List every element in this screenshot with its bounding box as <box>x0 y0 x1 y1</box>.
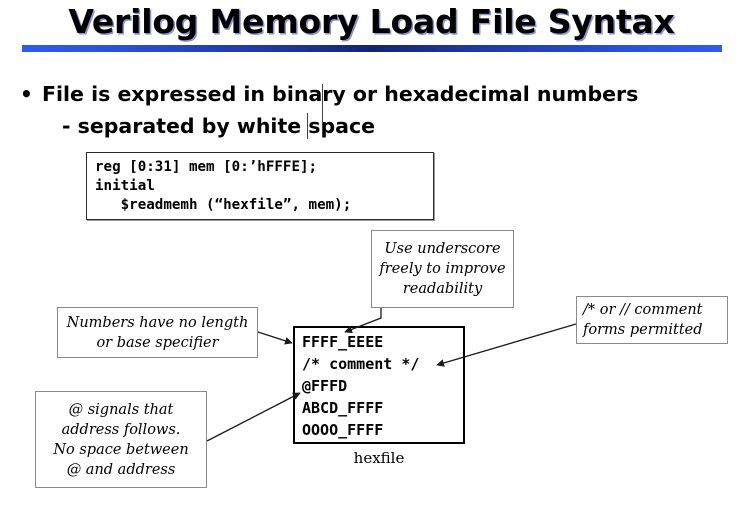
code-line: initial <box>95 178 155 194</box>
hexfile-line: @FFFD <box>302 377 348 395</box>
callout-line: Use underscore <box>384 241 501 257</box>
bullet-line-primary: • File is expressed in binary or hexadeci… <box>20 82 638 106</box>
callout-line: address follows. <box>61 421 181 438</box>
hexfile-line: FFFF_EEEE <box>302 333 384 351</box>
bullet-marker-icon: • <box>20 82 33 106</box>
code-line: $readmemh (“hexfile”, mem); <box>95 197 352 213</box>
callout-line: /* or // comment <box>583 302 703 318</box>
connector-numbers <box>257 331 293 345</box>
callout-line: @ and address <box>66 461 176 478</box>
callout-line: freely to improve <box>379 261 506 277</box>
callout-at-sign: @ signals that address follows. No space… <box>35 391 207 488</box>
callout-line: @ signals that <box>68 401 174 418</box>
callout-line: Numbers have no length <box>66 314 249 331</box>
bullet-line-secondary: - separated by white space <box>62 114 376 138</box>
hexfile-line: /* comment */ <box>302 355 420 373</box>
text-caret-artifact-1 <box>322 84 323 124</box>
callout-line: forms permitted <box>583 322 703 338</box>
code-line: reg [0:31] mem [0:’hFFFE]; <box>95 159 318 175</box>
callout-comment-forms: /* or // comment forms permitted <box>576 296 728 344</box>
text-caret-artifact-2 <box>307 113 308 139</box>
page-title: Verilog Memory Load File Syntax <box>68 2 675 41</box>
hexfile-line: ABCD_FFFF <box>302 399 384 417</box>
callout-use-underscore: Use underscore freely to improve readabi… <box>371 230 514 308</box>
hexfile-caption: hexfile <box>353 449 405 467</box>
title-divider-rule <box>22 45 722 52</box>
verilog-code-block: reg [0:31] mem [0:’hFFFE]; initial $read… <box>86 152 434 220</box>
connector-at-sign <box>206 392 301 442</box>
callout-line: readability <box>402 281 483 297</box>
callout-line: No space between <box>53 441 189 458</box>
hexfile-content-box: FFFF_EEEE /* comment */ @FFFD ABCD_FFFF … <box>293 326 465 444</box>
callout-numbers-no-length: Numbers have no length or base specifier <box>57 307 258 358</box>
hexfile-line: OOOO_FFFF <box>302 421 384 439</box>
callout-line: or base specifier <box>96 334 219 351</box>
bullet-line-primary-text: File is expressed in binary or hexadecim… <box>42 82 639 106</box>
